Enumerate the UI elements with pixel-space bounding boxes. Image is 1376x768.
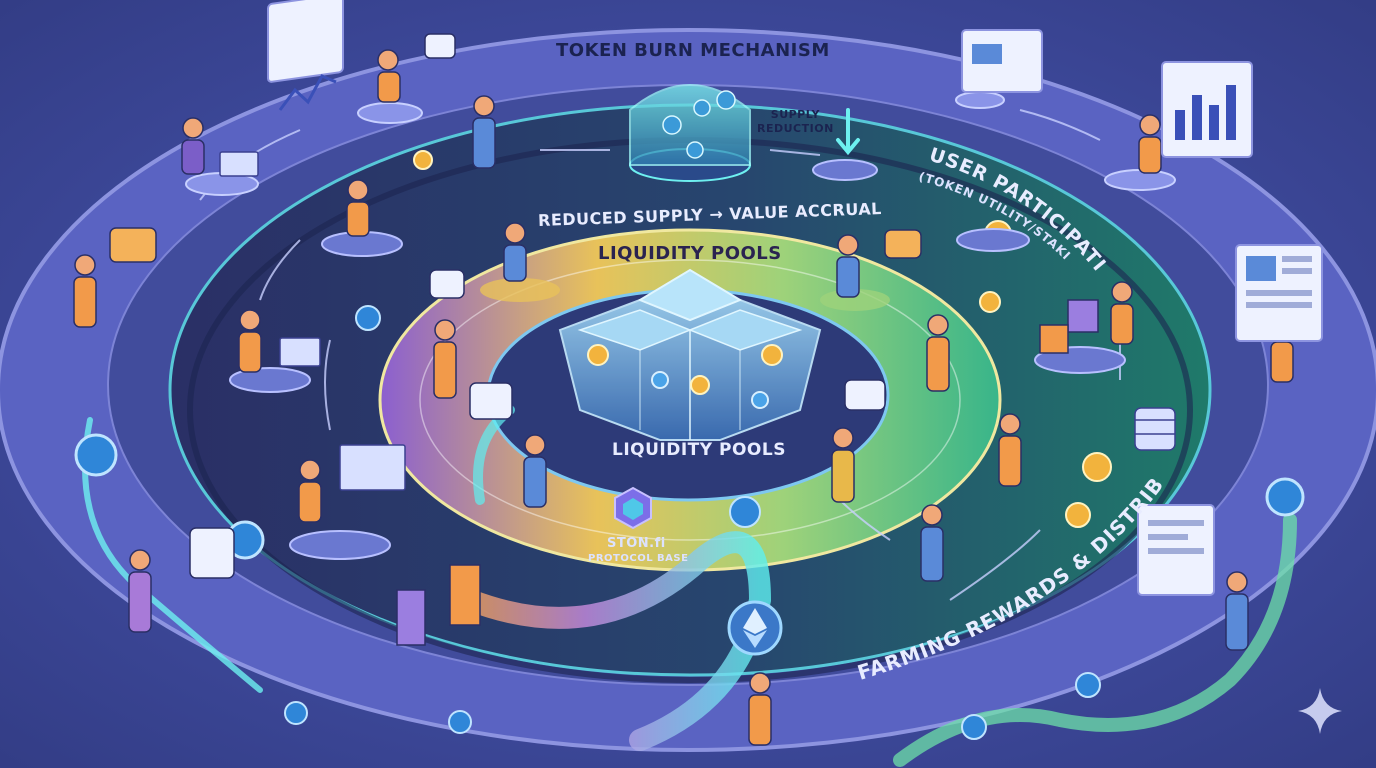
supply-reduction-line1: SUPPLY — [770, 108, 821, 121]
ethereum-coin-icon — [727, 600, 783, 656]
ton-coin-icon — [284, 701, 308, 725]
ton-coin-icon — [74, 433, 118, 477]
people-stations — [185, 91, 1176, 560]
supply-reduction-line2: REDUCTION — [757, 122, 834, 135]
speech-bubble-icon — [109, 33, 922, 579]
protocol-base-label: PROTOCOL BASE — [588, 553, 689, 564]
bar-chart-icon — [1161, 61, 1253, 158]
laptop-icon — [219, 151, 406, 491]
supply-reduction-label: SUPPLY REDUCTION — [757, 108, 834, 136]
protocol-name-label: STON.fi — [607, 536, 666, 551]
bitcoin-coin-icon — [413, 150, 433, 170]
supply-reduction-arrow — [836, 108, 860, 156]
document-screen — [1137, 504, 1215, 596]
flow-stream-bottom — [459, 531, 772, 751]
ton-coin-icon — [1265, 477, 1305, 517]
bitcoin-coin-icon — [1065, 502, 1091, 528]
ton-coin-icon — [751, 391, 769, 409]
bitcoin-coin-icon — [690, 375, 710, 395]
bitcoin-coin-icon — [587, 344, 609, 366]
sparkle-icon — [1298, 688, 1342, 734]
people-figures — [73, 49, 1294, 746]
bitcoin-coin-icon — [1082, 452, 1112, 482]
ston-fi-logo-icon — [614, 486, 652, 530]
database-icon — [1134, 407, 1176, 451]
bitcoin-coin-icon — [761, 344, 783, 366]
liquidity-pools-top-label: LIQUIDITY POOLS — [598, 243, 782, 264]
browser-window — [961, 29, 1043, 93]
token-burn-label: TOKEN BURN MECHANISM — [556, 40, 830, 61]
ton-coin-icon — [448, 710, 472, 734]
bitcoin-coin-icon — [979, 291, 1001, 313]
ton-coin-icon — [961, 714, 987, 740]
liquidity-pools-center-label: LIQUIDITY POOLS — [612, 440, 786, 460]
ton-coin-icon — [1075, 672, 1101, 698]
inner-ring-track — [419, 259, 961, 541]
ton-coins — [74, 305, 1305, 740]
dashboard-screen — [1235, 244, 1323, 342]
ton-coin-icon — [355, 305, 381, 331]
blocks — [396, 299, 1099, 646]
ton-coin-icon — [651, 371, 669, 389]
ton-coin-icon — [729, 496, 761, 528]
token-burn-chamber — [629, 84, 751, 182]
chart-icon — [267, 0, 344, 111]
